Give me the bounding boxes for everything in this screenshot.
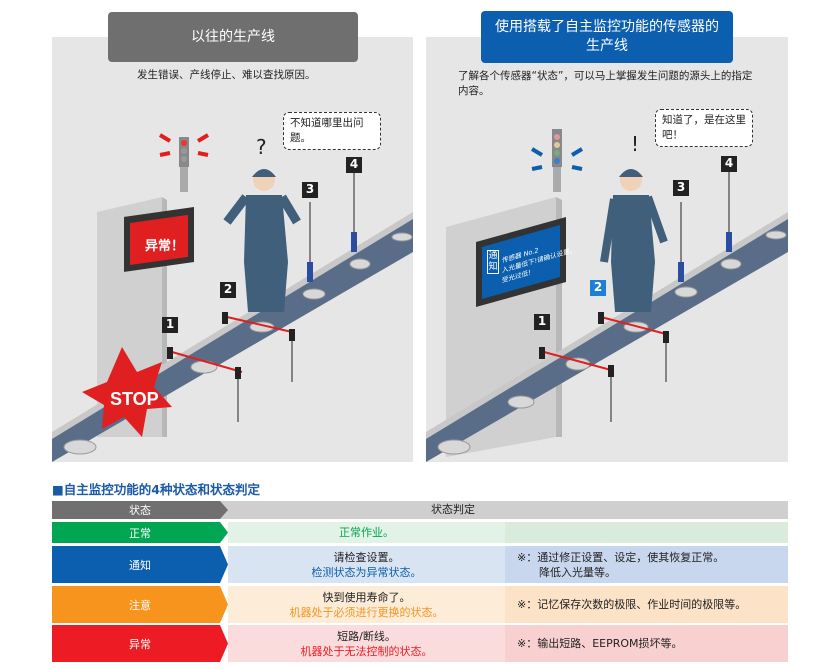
conventional-line-illustration	[52, 133, 413, 462]
left-panel: 以往的生产线 发生错误、产线停止、难以查找原因。 不知道哪里出问题。 ? 异常！…	[52, 12, 413, 462]
screen-error-text: 异常！	[145, 239, 185, 254]
worker-speech-bubble: 知道了，是在这里吧！	[655, 109, 753, 147]
note-text: ※：输出短路、EEPROM损坏等。	[517, 637, 683, 650]
header-state: 状态	[52, 501, 228, 519]
sensor-tag-1: 1	[162, 317, 178, 333]
judgement-cell: 正常作业。	[228, 522, 505, 543]
judgement-detail: 检测状态为异常状态。	[311, 565, 422, 579]
sensor-tag-4: 4	[721, 156, 737, 172]
judgement-text: 快到使用寿命了。	[322, 590, 411, 604]
note-cell: ※：记忆保存次数的极限、作业时间的极限等。	[505, 586, 788, 623]
right-panel-subtitle: 了解各个传感器“状态”，可以马上掌握发生问题的源头上的指定内容。	[458, 70, 753, 97]
table-row-notice: 通知 请检查设置。 检测状态为异常状态。 ※：通过修正设置、设定，使其恢复正常。…	[52, 546, 788, 583]
stop-sign-text: STOP	[110, 389, 159, 409]
judgement-detail: 机器处于必须进行更换的状态。	[289, 605, 444, 619]
judgement-cell: 短路/断线。 机器处于无法控制的状态。	[228, 625, 505, 662]
note-text: ※：记忆保存次数的极限、作业时间的极限等。	[517, 598, 747, 611]
screen-notice-label: 通知	[487, 250, 499, 274]
judgement-detail: 机器处于无法控制的状态。	[300, 644, 433, 658]
sensor-tag-1: 1	[534, 314, 550, 330]
exclamation-mark: !	[631, 132, 640, 156]
self-monitoring-line-illustration	[426, 129, 788, 462]
note-cell: ※：通过修正设置、设定，使其恢复正常。 降低入光量等。	[505, 546, 788, 583]
judgement-cell: 请检查设置。 检测状态为异常状态。	[228, 546, 505, 583]
sensor-tag-3: 3	[673, 180, 689, 196]
state-label: 异常	[52, 625, 228, 662]
worker-speech-bubble: 不知道哪里出问题。	[283, 112, 381, 150]
judgement-text: 短路/断线。	[337, 629, 396, 643]
table-row-normal: 正常 正常作业。	[52, 522, 788, 543]
sensor-tag-2-highlighted: 2	[590, 280, 606, 296]
sensor-tag-4: 4	[346, 157, 362, 173]
right-panel-title: 使用搭载了自主监控功能的传感器的生产线	[481, 11, 733, 63]
left-panel-subtitle: 发生错误、产线停止、难以查找原因。	[137, 69, 316, 81]
judgement-text: 请检查设置。	[333, 550, 400, 564]
state-label: 通知	[52, 546, 228, 583]
table-row-caution: 注意 快到使用寿命了。 机器处于必须进行更换的状态。 ※：记忆保存次数的极限、作…	[52, 586, 788, 623]
note-cell	[505, 522, 788, 543]
note-cell: ※：输出短路、EEPROM损坏等。	[505, 625, 788, 662]
question-mark: ?	[256, 135, 267, 159]
header-judgement: 状态判定	[431, 503, 475, 516]
table-header: 状态 状态判定	[52, 501, 788, 519]
sensor-tag-2: 2	[220, 282, 236, 298]
left-panel-title: 以往的生产线	[108, 12, 358, 62]
right-panel: 使用搭载了自主监控功能的传感器的生产线 了解各个传感器“状态”，可以马上掌握发生…	[426, 11, 788, 462]
table-row-error: 异常 短路/断线。 机器处于无法控制的状态。 ※：输出短路、EEPROM损坏等。	[52, 625, 788, 662]
note-text: 降低入光量等。	[539, 565, 616, 579]
section-title: ■自主监控功能的4种状态和状态判定	[52, 482, 261, 497]
judgement-text: 正常作业。	[339, 526, 394, 539]
state-label: 注意	[52, 586, 228, 623]
sensor-tag-3: 3	[302, 182, 318, 198]
judgement-cell: 快到使用寿命了。 机器处于必须进行更换的状态。	[228, 586, 505, 623]
state-label: 正常	[52, 522, 228, 543]
note-text: ※：通过修正设置、设定，使其恢复正常。	[517, 550, 725, 564]
